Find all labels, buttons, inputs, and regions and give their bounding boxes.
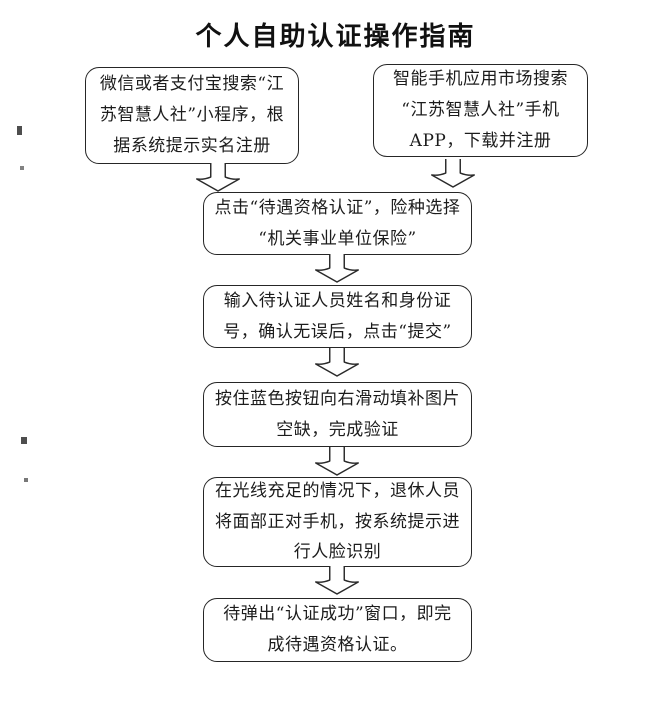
step-box-certification-complete: 待弹出“认证成功”窗口，即完 成待遇资格认证。: [203, 598, 472, 662]
step-box-register-app: 智能手机应用市场搜索 “江苏智慧人社”手机 APP，下载并注册: [373, 64, 588, 157]
scan-artifact: [24, 478, 28, 482]
scan-artifact: [21, 437, 27, 444]
down-arrow-icon: [313, 566, 361, 595]
step-box-face-recognition: 在光线充足的情况下，退休人员 将面部正对手机，按系统提示进 行人脸识别: [203, 477, 472, 567]
step-text: 在光线充足的情况下，退休人员 将面部正对手机，按系统提示进 行人脸识别: [215, 480, 460, 563]
scan-artifact: [20, 166, 24, 170]
step-box-select-insurance-type: 点击“待遇资格认证”，险种选择 “机关事业单位保险”: [203, 192, 472, 255]
step-text: 待弹出“认证成功”窗口，即完 成待遇资格认证。: [223, 604, 452, 655]
scan-artifact: [17, 126, 22, 135]
page-title: 个人自助认证操作指南: [195, 22, 476, 52]
down-arrow-icon: [313, 348, 361, 377]
step-text: 微信或者支付宝搜索“江 苏智慧人社”小程序，根 据系统提示实名注册: [99, 74, 285, 156]
step-text: 输入待认证人员姓名和身份证 号，确认无误后，点击“提交”: [223, 290, 452, 342]
step-box-input-name-id: 输入待认证人员姓名和身份证 号，确认无误后，点击“提交”: [203, 285, 472, 348]
step-box-register-miniprogram: 微信或者支付宝搜索“江 苏智慧人社”小程序，根 据系统提示实名注册: [85, 67, 299, 164]
step-text: 点击“待遇资格认证”，险种选择 “机关事业单位保险”: [214, 197, 461, 249]
down-arrow-icon: [194, 163, 242, 192]
step-box-slide-captcha: 按住蓝色按钮向右滑动填补图片 空缺，完成验证: [203, 382, 472, 447]
down-arrow-icon: [313, 254, 361, 283]
down-arrow-icon: [429, 159, 477, 188]
step-text: 按住蓝色按钮向右滑动填补图片 空缺，完成验证: [215, 388, 460, 440]
down-arrow-icon: [313, 447, 361, 476]
step-text: 智能手机应用市场搜索 “江苏智慧人社”手机 APP，下载并注册: [393, 69, 568, 151]
